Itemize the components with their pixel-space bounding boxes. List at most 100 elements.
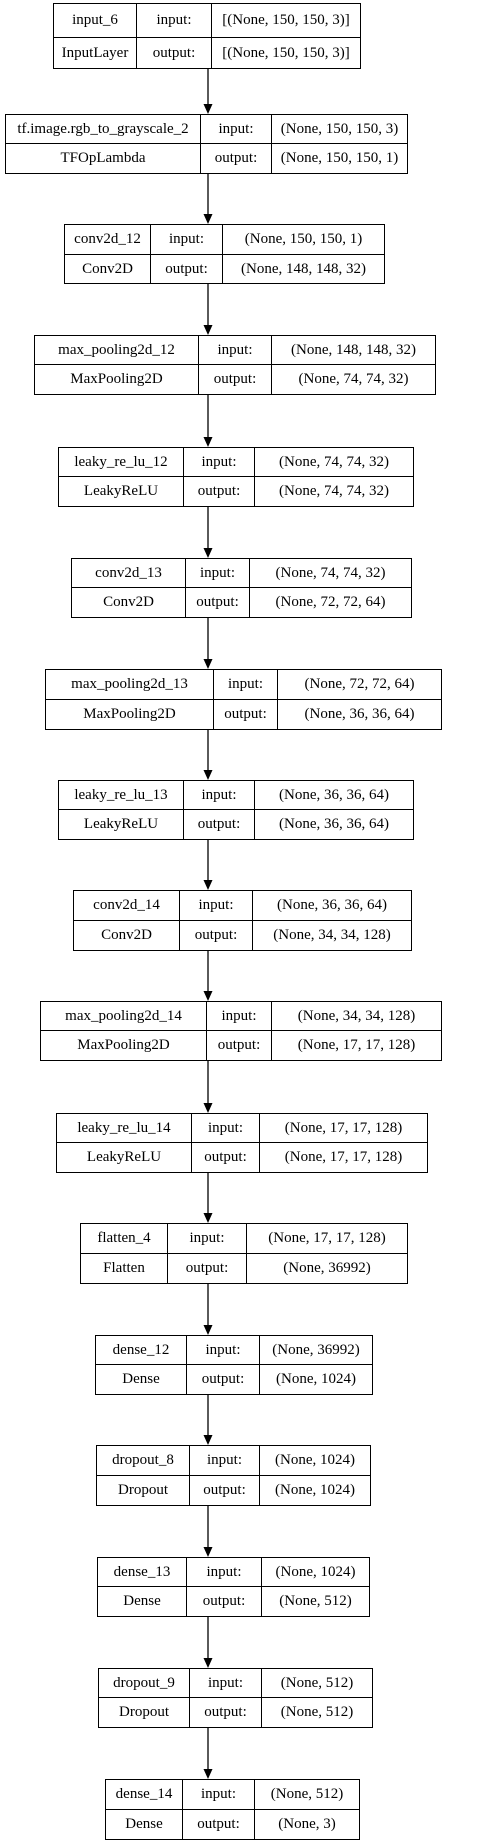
output-shape: (None, 150, 150, 1) — [280, 150, 399, 166]
input-label: input: — [199, 336, 272, 365]
input-label: input: — [214, 670, 278, 700]
input-label: input: — [184, 448, 255, 477]
input-shape: (None, 512) — [255, 1780, 359, 1810]
edge-arrowhead — [203, 325, 213, 335]
input-shape: (None, 1024) — [260, 1446, 370, 1476]
input-label: input: — [137, 4, 212, 38]
output-shape: (None, 512) — [279, 1593, 352, 1609]
output-shape: (None, 1024) — [275, 1482, 355, 1498]
input-shape: (None, 34, 34, 128) — [272, 1002, 441, 1031]
output-label: output: — [187, 1365, 260, 1394]
edge-arrowhead — [203, 770, 213, 780]
edge-arrowhead — [203, 880, 213, 890]
layer-name: conv2d_13 — [72, 559, 186, 588]
layer-type: Conv2D — [74, 921, 180, 950]
input-shape: (None, 36, 36, 64) — [253, 891, 411, 921]
edge-arrowhead — [203, 1213, 213, 1223]
output-shape: (None, 1024) — [276, 1371, 356, 1387]
output-shape: (None, 17, 17, 128) — [284, 1149, 403, 1165]
output-shape: (None, 72, 72, 64) — [275, 594, 386, 610]
input-shape: [(None, 150, 150, 3)] — [212, 4, 360, 38]
input-label: input: — [187, 1336, 260, 1365]
layer-type: LeakyReLU — [59, 810, 184, 839]
layer-name: conv2d_14 — [74, 891, 180, 921]
input-label: input: — [207, 1002, 272, 1031]
input-shape: (None, 36992) — [260, 1336, 372, 1365]
layer-type: TFOpLambda — [6, 144, 201, 173]
input-label: input: — [183, 1780, 255, 1810]
output-shape: (None, 36, 36, 64) — [279, 816, 389, 832]
edge-arrowhead — [203, 214, 213, 224]
output-shape: (None, 36, 36, 64) — [304, 706, 415, 722]
layer-name: dense_14 — [106, 1780, 183, 1810]
layer-type: LeakyReLU — [59, 477, 184, 506]
output-label: output: — [187, 1587, 262, 1616]
output-shape: (None, 17, 17, 128) — [297, 1037, 416, 1053]
output-label: output: — [190, 1476, 260, 1505]
input-label: input: — [186, 559, 250, 588]
layer-type: Dropout — [97, 1476, 190, 1505]
layer-type: MaxPooling2D — [41, 1031, 207, 1060]
output-label: output: — [214, 700, 278, 729]
edge-arrowhead — [203, 1103, 213, 1113]
layer-name: leaky_re_lu_13 — [59, 781, 184, 810]
output-label: output: — [199, 365, 272, 394]
output-shape: [(None, 150, 150, 3)] — [222, 44, 350, 61]
edge-arrowhead — [203, 437, 213, 447]
output-shape: (None, 148, 148, 32) — [241, 260, 366, 277]
input-label: input: — [187, 1558, 262, 1587]
layer-name: dense_13 — [98, 1558, 187, 1587]
input-shape: (None, 512) — [262, 1669, 372, 1698]
layer-type: InputLayer — [54, 38, 137, 68]
output-shape: (None, 36992) — [283, 1260, 371, 1276]
layer-type: Dense — [98, 1587, 187, 1616]
input-shape: (None, 72, 72, 64) — [278, 670, 441, 700]
layer-name: dense_12 — [96, 1336, 187, 1365]
output-label: output: — [201, 144, 272, 173]
output-label: output: — [151, 255, 223, 283]
layer-type: Conv2D — [72, 588, 186, 617]
output-label: output: — [192, 1143, 260, 1172]
layer-type: Flatten — [81, 1254, 168, 1283]
output-shape: (None, 74, 74, 32) — [298, 371, 409, 387]
layer-name: leaky_re_lu_12 — [59, 448, 184, 477]
input-label: input: — [151, 225, 223, 255]
output-shape: (None, 74, 74, 32) — [279, 483, 389, 499]
layer-name: max_pooling2d_12 — [35, 336, 199, 365]
input-shape: (None, 17, 17, 128) — [260, 1114, 427, 1143]
input-shape: (None, 74, 74, 32) — [255, 448, 413, 477]
layer-type: MaxPooling2D — [35, 365, 199, 394]
layer-name: dropout_9 — [99, 1669, 190, 1698]
input-label: input: — [190, 1669, 262, 1698]
output-label: output: — [184, 477, 255, 506]
layer-name: flatten_4 — [81, 1224, 168, 1254]
input-label: input: — [168, 1224, 247, 1254]
layer-name: leaky_re_lu_14 — [57, 1114, 192, 1143]
edge-arrowhead — [203, 1325, 213, 1335]
input-shape: (None, 150, 150, 1) — [223, 225, 384, 255]
input-label: input: — [190, 1446, 260, 1476]
layer-type: LeakyReLU — [57, 1143, 192, 1172]
output-label: output: — [137, 38, 212, 68]
layer-name: input_6 — [54, 4, 137, 38]
layer-name: conv2d_12 — [65, 225, 151, 255]
layer-name: tf.image.rgb_to_grayscale_2 — [6, 115, 201, 144]
input-label: input: — [201, 115, 272, 144]
input-shape: (None, 36, 36, 64) — [255, 781, 413, 810]
input-shape: (None, 148, 148, 32) — [272, 336, 435, 365]
